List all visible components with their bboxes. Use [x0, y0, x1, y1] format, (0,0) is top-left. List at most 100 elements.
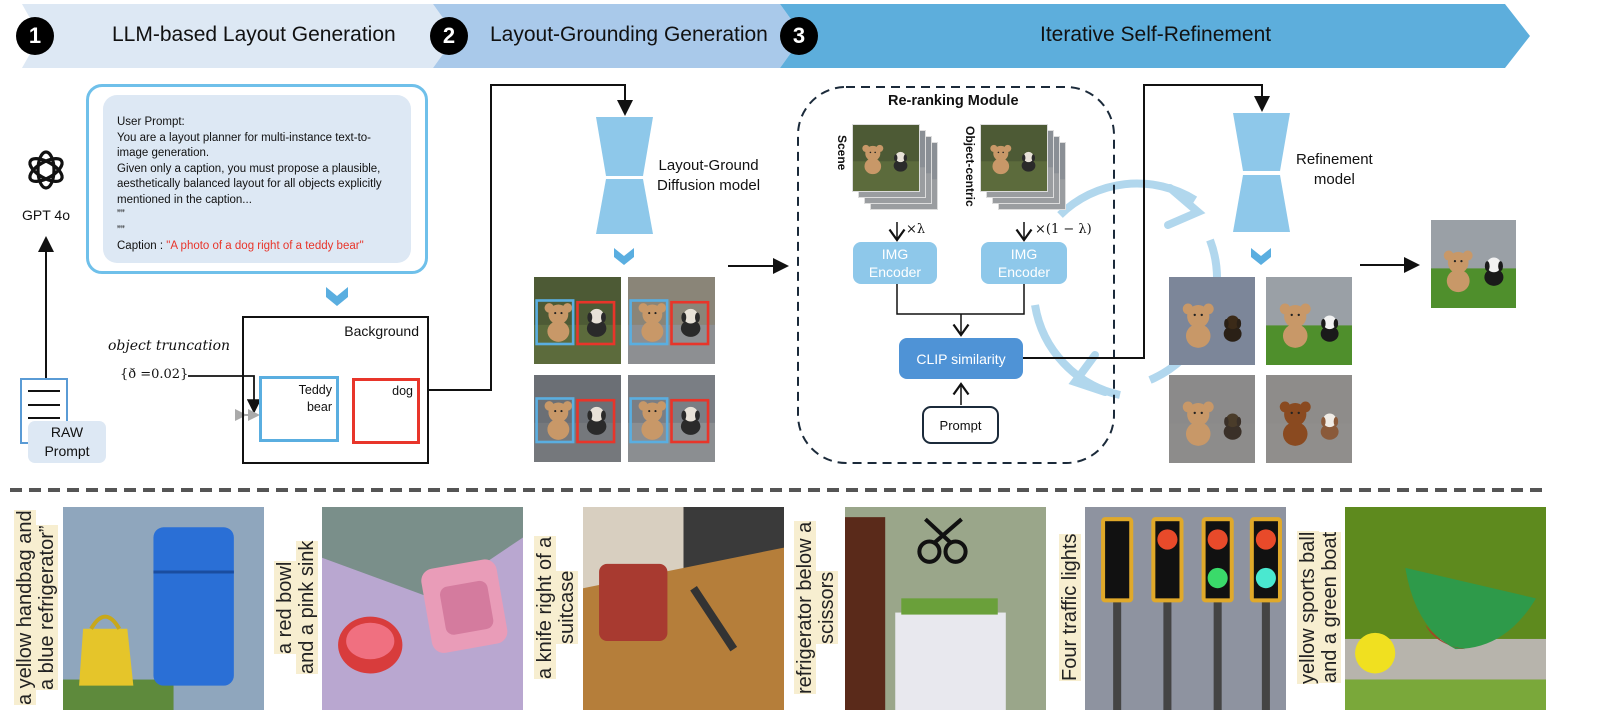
stage-1-badge: 1	[16, 17, 54, 55]
refined-image	[1266, 375, 1352, 463]
generated-image	[534, 375, 621, 462]
caption-line-1: yellow sports ball	[1297, 531, 1319, 684]
caption-line-2: and a green boat	[1319, 531, 1341, 684]
teddy-bear-figure	[862, 144, 884, 175]
teddy-bear-figure	[638, 303, 667, 342]
chevron-down-icon	[326, 287, 348, 306]
refined-image	[1169, 277, 1255, 365]
diffusion-model-icon	[596, 117, 653, 176]
dog-figure	[893, 151, 908, 172]
caption-line-1: a red bowl	[274, 561, 296, 654]
example-image-traffic-lights	[1085, 507, 1286, 710]
stage-2-badge: 2	[430, 17, 468, 55]
dog-figure	[1484, 257, 1504, 286]
background-label: Background	[344, 323, 419, 339]
gpt-model-name: GPT 4o	[22, 207, 70, 223]
scene-label: Scene	[835, 135, 849, 171]
truncation-label: object truncation	[108, 338, 231, 354]
user-prompt-panel: User Prompt: You are a layout planner fo…	[86, 84, 428, 274]
user-prompt-content: User Prompt: You are a layout planner fo…	[103, 95, 411, 263]
layout-background-box: Background Teddy bear dog	[242, 316, 429, 464]
example-image-bowl-sink	[322, 507, 523, 710]
dog-figure	[586, 308, 607, 337]
refinement-model-icon-lower	[1233, 175, 1290, 232]
caption-line-1: a yellow handbag and	[14, 510, 36, 705]
diffusion-model-label: Layout-Ground Diffusion model	[657, 157, 761, 194]
teddy-bear-figure	[638, 401, 667, 440]
dog-figure	[680, 406, 701, 435]
caption-line: Caption : "A photo of a dog right of a t…	[117, 240, 364, 252]
teddy-bear-figure	[1279, 303, 1311, 348]
stage-3-label: Iterative Self-Refinement	[1040, 23, 1272, 46]
raw-prompt-label: RAW Prompt	[28, 421, 106, 463]
dog-figure	[1223, 315, 1242, 342]
teddy-bear-figure	[990, 144, 1012, 175]
example-image-refrigerator-scissors	[845, 507, 1046, 710]
user-prompt-line: image generation.	[117, 147, 210, 159]
caption-line-1: a knife right of a	[534, 536, 556, 679]
dog-figure	[680, 308, 701, 337]
refined-image	[1266, 277, 1352, 365]
object-img-encoder: IMG Encoder	[981, 242, 1067, 284]
truncation-value: {ð =0.02}	[120, 367, 189, 382]
object-weight: ×(1 − λ)	[1035, 222, 1092, 237]
example-caption-text: Four traffic lights	[1059, 505, 1081, 710]
teddy-bear-bbox: Teddy bear	[259, 376, 339, 442]
user-prompt-line: ””	[117, 209, 125, 221]
generated-image	[534, 277, 621, 364]
user-prompt-heading: User Prompt:	[117, 116, 185, 128]
final-image	[1431, 220, 1516, 308]
chevron-down-icon	[614, 248, 634, 265]
dog-figure	[1320, 315, 1339, 342]
stage-3-badge: 3	[780, 17, 818, 55]
stage-1-label: LLM-based Layout Generation	[112, 23, 396, 46]
teddy-bear-figure	[1279, 401, 1311, 446]
user-prompt-line: You are a layout planner for multi-insta…	[117, 131, 371, 144]
dog-figure	[1223, 413, 1242, 440]
refined-image	[1169, 375, 1255, 463]
diffusion-model-icon-lower	[596, 179, 653, 234]
chevron-down-icon	[1251, 248, 1271, 265]
example-image-ball-boat	[1345, 507, 1546, 710]
dog-bbox: dog	[352, 378, 420, 444]
scene-weight: ×λ	[906, 222, 926, 237]
example-image-handbag-refrigerator	[63, 507, 264, 710]
teddy-bear-figure	[544, 401, 573, 440]
object-centric-label: Object-centric	[963, 126, 977, 207]
dog-figure	[1320, 413, 1339, 440]
prompt-block: Prompt	[922, 406, 999, 444]
stacked-image	[853, 125, 919, 191]
teddy-bear-figure	[1182, 303, 1214, 348]
caption-line-2: a blue refrigerator”	[36, 525, 58, 690]
user-prompt-line: mentioned in the caption...	[117, 193, 252, 206]
teddy-bear-figure	[1443, 250, 1473, 293]
refinement-model-label: Refinement model	[1296, 151, 1373, 188]
encoders-merge-line	[896, 284, 1025, 315]
refinement-model-icon	[1233, 113, 1290, 171]
example-caption: Four traffic lights	[1055, 505, 1085, 710]
generated-image	[628, 277, 715, 364]
stacked-image	[981, 125, 1047, 191]
caption-line-2: suitcase	[556, 570, 578, 645]
caption-value: "A photo of a dog right of a teddy bear"	[166, 240, 364, 252]
user-prompt-line: ””	[117, 224, 125, 237]
generated-image	[628, 375, 715, 462]
scene-img-encoder: IMG Encoder	[853, 242, 937, 284]
stage-2-label: Layout-Grounding Generation	[490, 23, 768, 46]
caption-line-1: Four traffic lights	[1059, 533, 1081, 682]
caption-line-1: refrigerator below a	[794, 521, 816, 694]
reranking-title: Re-ranking Module	[888, 93, 1019, 109]
example-image-knife-suitcase	[583, 507, 784, 710]
teddy-bear-figure	[1182, 401, 1214, 446]
dog-figure	[586, 406, 607, 435]
teddy-bear-figure	[544, 303, 573, 342]
